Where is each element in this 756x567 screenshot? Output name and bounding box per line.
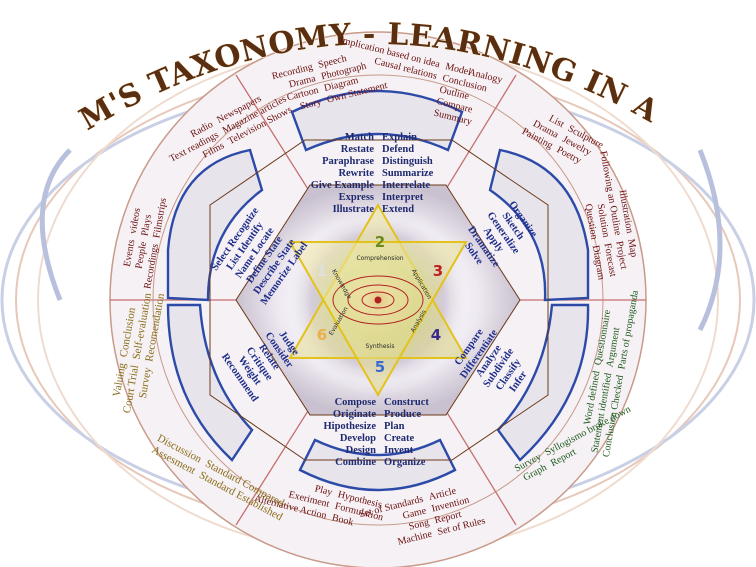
svg-text:Create: Create xyxy=(384,433,414,444)
svg-text:Book: Book xyxy=(331,512,355,528)
svg-text:Interrelate: Interrelate xyxy=(382,180,431,191)
level-3-number: 3 xyxy=(433,262,443,280)
svg-text:Give Example: Give Example xyxy=(311,180,375,191)
petals xyxy=(166,89,590,492)
svg-text:Originate: Originate xyxy=(333,409,376,420)
outer-octagon xyxy=(209,139,549,461)
svg-text:Express: Express xyxy=(339,192,374,203)
svg-text:Produce: Produce xyxy=(384,409,421,420)
svg-text:Plays: Plays xyxy=(139,214,154,237)
svg-text:Construct: Construct xyxy=(384,397,429,408)
svg-text:Events: Events xyxy=(122,239,138,268)
svg-text:Distinguish: Distinguish xyxy=(382,156,433,167)
svg-text:Organize: Organize xyxy=(384,457,426,468)
svg-text:Plan: Plan xyxy=(384,421,405,432)
svg-text:People: People xyxy=(134,240,150,269)
svg-text:Song: Song xyxy=(408,517,431,533)
comprehension-products: Recording Speech Drama Photograph Cartoo… xyxy=(271,53,389,112)
svg-text:Defend: Defend xyxy=(382,144,414,155)
svg-text:Develop: Develop xyxy=(340,433,376,444)
svg-text:Interpret: Interpret xyxy=(382,192,424,203)
level-1-number: 1 xyxy=(317,262,327,280)
svg-text:Summarize: Summarize xyxy=(382,168,434,179)
svg-text:videos: videos xyxy=(128,207,143,235)
level-numbers: 1 2 3 4 5 6 xyxy=(317,233,443,376)
level-5-number: 5 xyxy=(375,358,385,376)
svg-text:Story: Story xyxy=(299,96,323,112)
svg-text:Extend: Extend xyxy=(382,204,414,215)
svg-text:Map: Map xyxy=(625,238,639,258)
svg-text:Combine: Combine xyxy=(335,457,376,468)
level-5-label: Synthesis xyxy=(366,343,395,350)
svg-text:Project: Project xyxy=(613,240,629,270)
level-4-number: 4 xyxy=(431,326,441,344)
svg-text:Restate: Restate xyxy=(341,144,375,155)
svg-text:Compose: Compose xyxy=(335,397,377,408)
level-6-number: 6 xyxy=(317,326,327,344)
svg-text:Illustrate: Illustrate xyxy=(333,204,375,215)
svg-text:Survey: Survey xyxy=(137,366,154,399)
svg-text:Design: Design xyxy=(346,445,376,456)
svg-text:Explain: Explain xyxy=(382,132,417,143)
taxonomy-star xyxy=(288,202,468,398)
svg-text:Match: Match xyxy=(345,132,374,143)
svg-text:Valuing: Valuing xyxy=(111,361,129,397)
svg-text:Hipothesize: Hipothesize xyxy=(324,421,377,432)
synthesis-verbs: Compose Construct Originate Produce Hipo… xyxy=(324,397,430,468)
target-circles xyxy=(332,275,424,325)
svg-text:Play: Play xyxy=(314,483,334,498)
comprehension-verbs: Match Explain Restate Defend Paraphrase … xyxy=(311,132,434,215)
svg-text:Invent: Invent xyxy=(384,445,414,456)
analysis-products: Word defined Questionnaire Statement ide… xyxy=(582,289,641,458)
svg-text:Rewrite: Rewrite xyxy=(338,168,374,179)
svg-text:Paraphrase: Paraphrase xyxy=(322,156,374,167)
level-2-number: 2 xyxy=(375,233,385,251)
evaluation-products: Valuing Conclusion Court Trial Self-eval… xyxy=(111,292,167,415)
level-2-label: Comprehension xyxy=(356,255,403,262)
